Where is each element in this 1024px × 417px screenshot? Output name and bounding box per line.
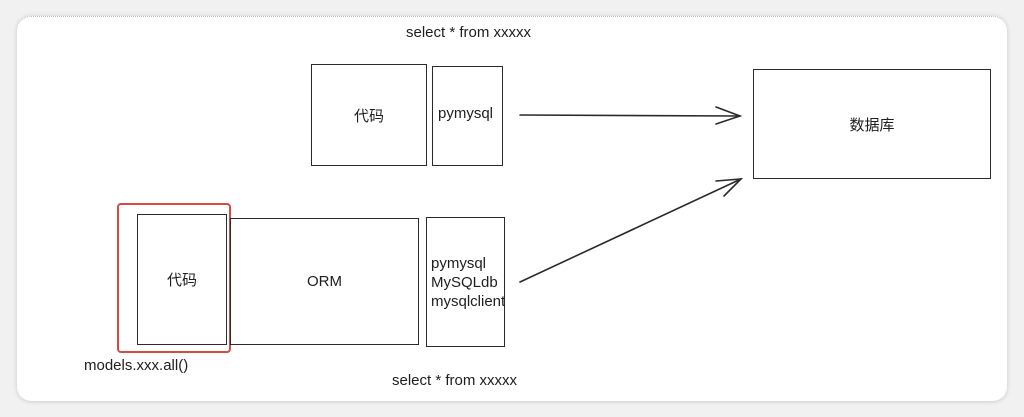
bottom-arrow-line — [519, 178, 742, 283]
top-arrow-line — [519, 114, 741, 117]
database-box: 数据库 — [753, 69, 991, 179]
bottom-code-label: 代码 — [166, 272, 197, 289]
driver-list: pymysql MySQLdb mysqlclient — [431, 254, 505, 311]
bottom-arrow-head — [715, 178, 744, 197]
bottom-driver-box: pymysql MySQLdb mysqlclient — [426, 217, 505, 347]
top-driver-box: pymysql — [432, 66, 503, 166]
diagram-canvas — [17, 16, 1007, 401]
bottom-sql-label: select * from xxxxx — [392, 372, 518, 389]
top-code-box: 代码 — [311, 64, 427, 166]
orm-label: ORM — [307, 273, 342, 290]
top-driver-label: pymysql — [438, 105, 494, 122]
top-code-label: 代码 — [353, 107, 384, 125]
database-label: 数据库 — [849, 116, 895, 134]
driver-item: pymysql — [431, 255, 487, 272]
bottom-code-box: 代码 — [137, 214, 227, 345]
driver-item: MySQLdb — [431, 274, 498, 291]
bottom-arrow — [519, 178, 744, 283]
orm-box: ORM — [230, 218, 419, 345]
top-arrow — [519, 106, 743, 125]
top-arrow-head — [715, 106, 743, 125]
top-sql-label: select * from xxxxx — [406, 24, 532, 41]
driver-item: mysqlclient — [431, 293, 506, 310]
orm-call-label: models.xxx.all() — [84, 357, 189, 374]
